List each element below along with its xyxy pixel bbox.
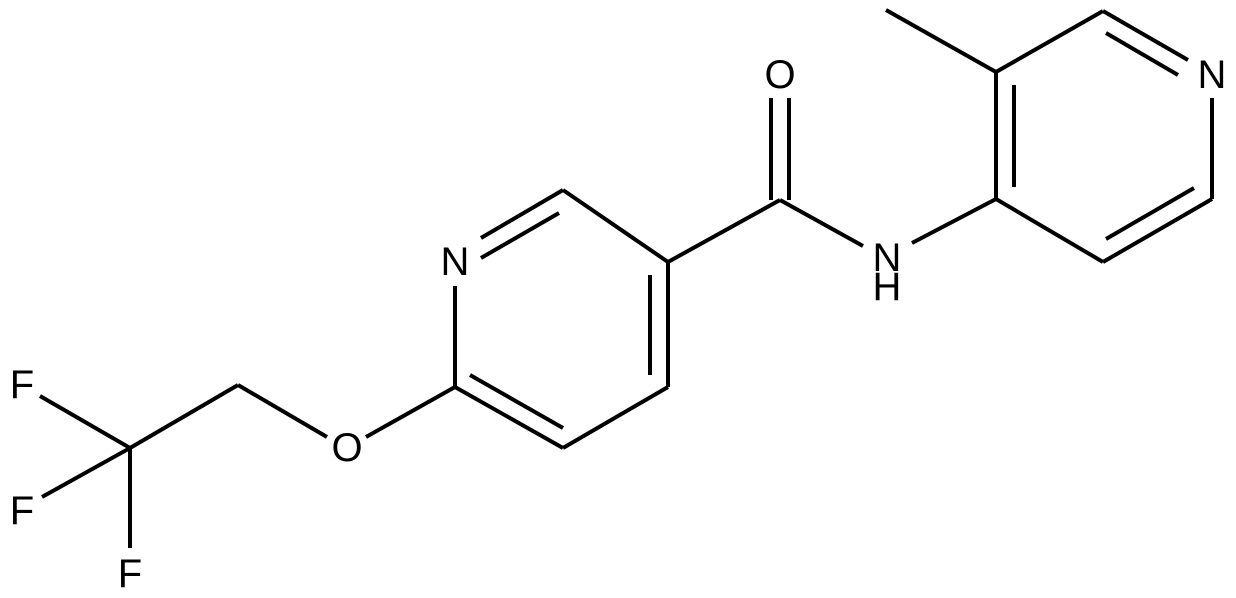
bond — [1102, 9, 1189, 62]
bond — [994, 197, 1105, 264]
bond — [911, 197, 997, 245]
trifluoroethoxy-group — [38, 383, 456, 548]
atom-label-n-pyridine: N — [1198, 53, 1227, 97]
methylpyridine-ring — [885, 8, 1214, 264]
atom-label-o-ether: O — [331, 426, 362, 470]
bond — [561, 188, 670, 264]
bond — [995, 9, 1104, 74]
atom-label-o-carbonyl: O — [764, 53, 795, 97]
bond — [1101, 197, 1214, 264]
bond — [479, 188, 565, 240]
atom-label-n-amide: N — [873, 236, 902, 280]
bond — [128, 383, 240, 450]
nicotinamide-ring — [453, 188, 670, 450]
amide-group — [667, 98, 997, 264]
atom-label-f-3: F — [118, 552, 142, 596]
atom-label-h-amide: H — [873, 265, 902, 309]
bond-double-inner — [480, 211, 560, 260]
atom-label-f-2: F — [10, 489, 34, 533]
bond-double-inner — [469, 373, 564, 430]
methyl-bond — [885, 8, 997, 74]
atom-labels: N O N H N O F F F — [10, 53, 1227, 596]
bond — [561, 385, 670, 450]
bond — [38, 394, 132, 450]
bond — [667, 198, 781, 264]
bond-double-inner — [1104, 31, 1180, 77]
atom-label-f-1: F — [10, 363, 34, 407]
bond-double-inner — [1104, 186, 1196, 241]
bond — [454, 385, 564, 450]
bond — [365, 385, 456, 439]
bond — [41, 446, 131, 499]
bond — [236, 383, 329, 439]
bond — [779, 198, 864, 248]
atom-label-n-nicotinamide: N — [441, 240, 470, 284]
